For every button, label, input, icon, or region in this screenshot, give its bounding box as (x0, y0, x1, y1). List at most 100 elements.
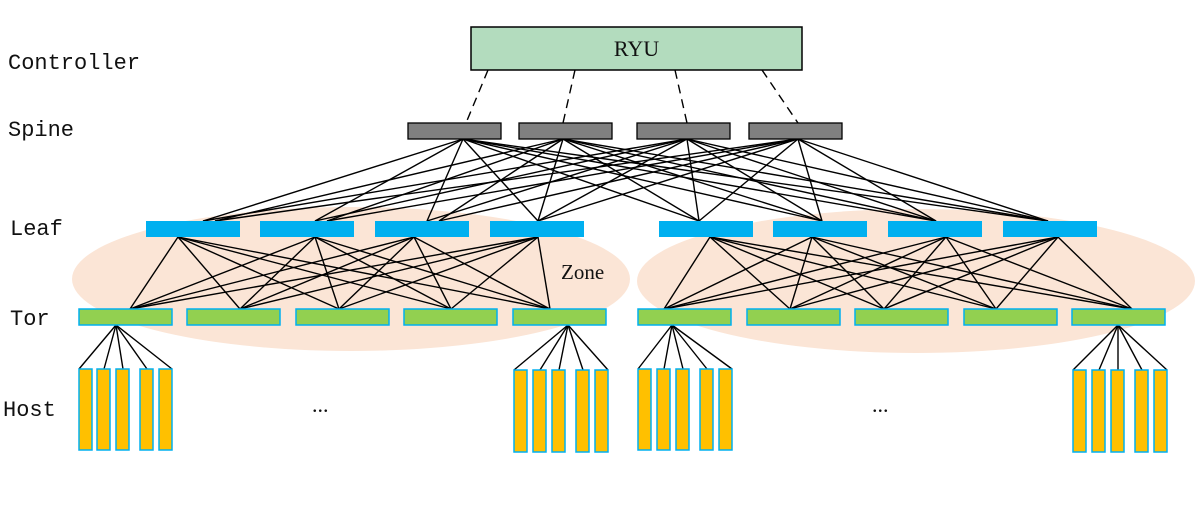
host-3-2 (656, 368, 671, 451)
leaf6-tor7-link (789, 236, 813, 310)
leaf8-tor8-link (883, 236, 1059, 310)
spine1-leaf6-link (462, 138, 823, 222)
ellipsis-zone-2: ... (872, 392, 889, 417)
zone-label: Zone (561, 260, 604, 284)
tor-switch-7 (746, 308, 841, 326)
tor-switch-4 (403, 308, 498, 326)
layer-label-tor: Tor (10, 307, 50, 332)
controller-label: RYU (614, 36, 659, 61)
leaf3-tor2-link (239, 236, 415, 310)
tor6-host5-link (671, 324, 733, 370)
tor10-host2-link (1098, 324, 1119, 371)
tor-switch-3 (295, 308, 390, 326)
tor-switch-1 (78, 308, 173, 326)
leaf8-tor9-link (995, 236, 1059, 310)
leaf4-tor1-link (129, 236, 539, 310)
leaf4-tor3-link (338, 236, 539, 310)
leaf5-tor6-link (663, 236, 711, 310)
leaf7-tor10-link (945, 236, 1133, 310)
tor-switch-8 (854, 308, 949, 326)
tor1-host2-link (103, 324, 117, 370)
spine4-leaf8-link (797, 138, 1049, 222)
leaf1-tor5-link (177, 236, 551, 310)
leaf5-tor7-link (709, 236, 791, 310)
spine4-leaf2-link (326, 138, 799, 222)
tor6-host3-link (671, 324, 684, 370)
leaf-switch-8 (1003, 221, 1097, 237)
host-1-2 (96, 368, 111, 451)
leaf-switch-3 (375, 221, 469, 237)
host-3-5 (718, 368, 733, 451)
leaf2-tor2-link (239, 236, 316, 310)
leaf4-tor5-link (537, 236, 551, 310)
leaf7-tor6-link (663, 236, 947, 310)
spine-switch-2 (518, 122, 613, 140)
spine2-leaf1-link (214, 138, 564, 222)
controller-spine-link-3 (674, 69, 688, 124)
tor1-host3-link (115, 324, 124, 370)
leaf8-tor10-link (1057, 236, 1133, 310)
host-1-4 (139, 368, 154, 451)
tor5-host3-link (558, 324, 569, 371)
host-2-3 (551, 369, 566, 453)
host-1-5 (158, 368, 173, 451)
spine3-leaf7-link (686, 138, 937, 222)
spine4-leaf6-link (797, 138, 823, 222)
tor5-host2-link (539, 324, 569, 371)
leaf5-tor9-link (709, 236, 997, 310)
tor-switch-6 (637, 308, 732, 326)
host-4-4 (1134, 369, 1149, 453)
tor6-host1-link (637, 324, 673, 370)
leaf7-tor7-link (789, 236, 947, 310)
layer-label-leaf: Leaf (10, 217, 63, 242)
spine3-leaf2-link (314, 138, 688, 222)
tor6-host4-link (671, 324, 708, 370)
leaf3-tor5-link (413, 236, 551, 310)
leaf-switch-7 (888, 221, 982, 237)
host-2-2 (532, 369, 547, 453)
spine4-leaf4-link (537, 138, 799, 222)
leaf4-tor2-link (239, 236, 539, 310)
layer-label-host: Host (3, 398, 56, 423)
leaf-switch-1 (146, 221, 240, 237)
spine1-leaf1-link (202, 138, 464, 222)
spine2-leaf4-link (537, 138, 564, 222)
host-3-1 (637, 368, 652, 451)
leaf-switch-6 (773, 221, 867, 237)
tor5-host1-link (513, 324, 569, 371)
host-2-1 (513, 369, 528, 453)
leaf4-tor4-link (450, 236, 539, 310)
tor1-host4-link (115, 324, 148, 370)
host-3-4 (699, 368, 714, 451)
tor5-host5-link (567, 324, 609, 371)
tor1-host1-link (78, 324, 117, 370)
leaf8-tor6-link (663, 236, 1059, 310)
tor-switch-10 (1071, 308, 1166, 326)
leaf-switch-5 (659, 221, 753, 237)
leaf2-tor1-link (129, 236, 316, 310)
leaf3-tor1-link (129, 236, 415, 310)
spine-switch-1 (407, 122, 502, 140)
controller-ryu (470, 26, 803, 71)
leaf8-tor7-link (789, 236, 1059, 310)
host-2-5 (594, 369, 609, 453)
tor-switch-9 (963, 308, 1058, 326)
leaf3-tor4-link (413, 236, 452, 310)
layer-label-controller: Controller (8, 51, 140, 76)
spine2-leaf5-link (562, 138, 700, 222)
tor-switch-5 (512, 308, 607, 326)
tor6-host2-link (663, 324, 673, 370)
leaf-switch-4 (490, 221, 584, 237)
ellipsis-zone-1: ... (312, 392, 329, 417)
spine3-leaf4-link (537, 138, 688, 222)
leaf5-tor8-link (709, 236, 885, 310)
spine4-leaf1-link (214, 138, 799, 222)
tor10-host5-link (1117, 324, 1168, 371)
spine4-leaf3-link (438, 138, 799, 222)
tor1-host5-link (115, 324, 173, 370)
spine3-leaf6-link (686, 138, 823, 222)
leaf6-tor9-link (811, 236, 997, 310)
host-1-3 (115, 368, 130, 451)
spine3-leaf5-link (686, 138, 700, 222)
layer-label-spine: Spine (8, 118, 74, 143)
